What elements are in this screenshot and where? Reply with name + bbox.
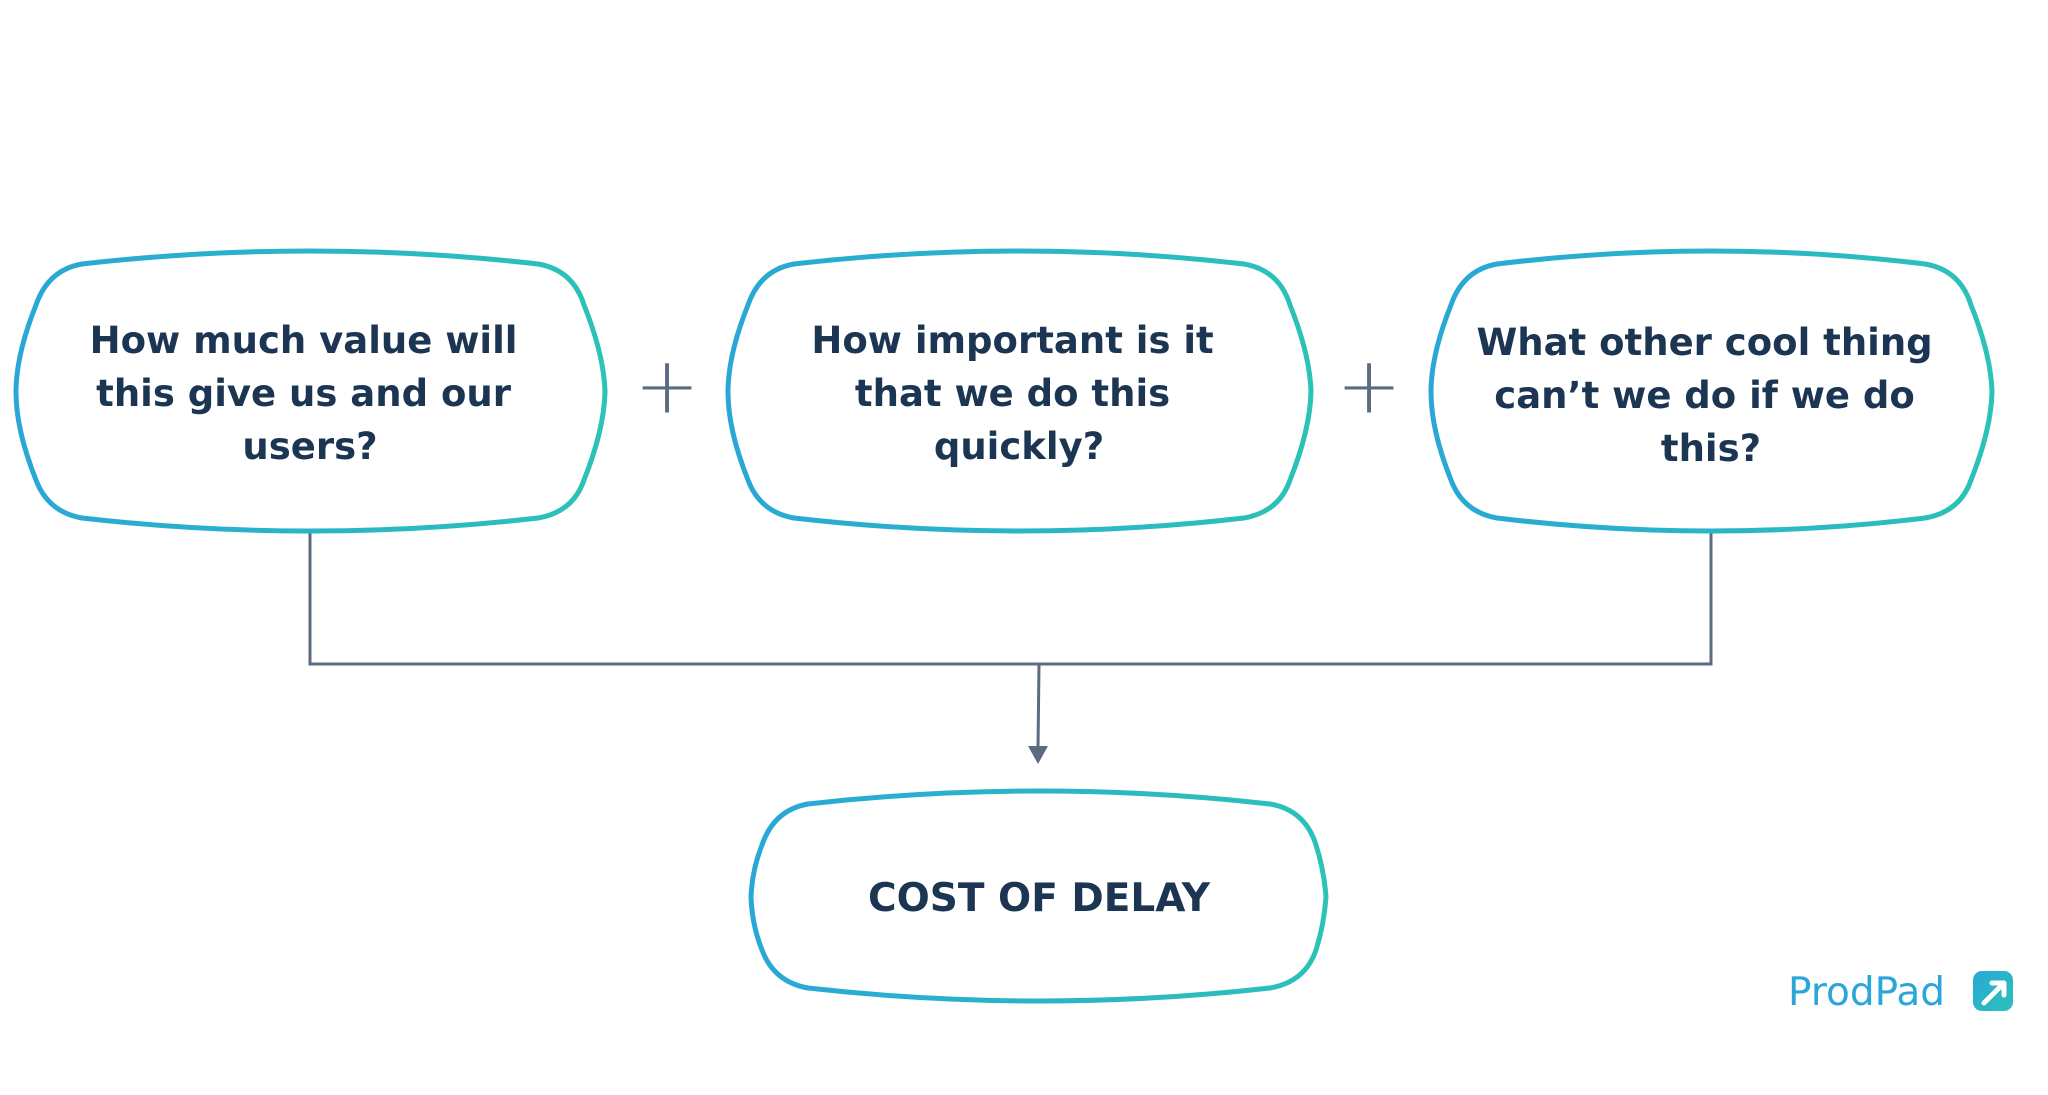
- plus-operator: +: [634, 342, 699, 432]
- svg-text:What other cool thing ca: What other cool thing can’t we do if we …: [1476, 321, 1945, 470]
- svg-text:How much value will this: How much value will this give us and our…: [90, 319, 531, 468]
- connectors: [308, 530, 1713, 749]
- box-line: this give us and our: [96, 372, 512, 415]
- box-line: How important is it: [811, 319, 1213, 362]
- box-line: quickly?: [934, 425, 1104, 468]
- question-box-value: How much value will this give us and our…: [13, 248, 608, 534]
- question-box-opportunity: What other cool thing can’t we do if we …: [1428, 248, 1995, 534]
- box-line: How much value will: [90, 319, 518, 362]
- connector-from-cool-thing-box: [1040, 530, 1713, 666]
- box-line: users?: [242, 425, 377, 468]
- result-box-cost-of-delay: COST OF DELAY: [748, 788, 1329, 1004]
- svg-text:How important is it that: How important is it that we do this quic…: [811, 319, 1226, 468]
- logo-text: ProdPad: [1788, 970, 1945, 1015]
- logo-mark-icon: [1973, 971, 2013, 1011]
- box-outline: [1428, 248, 1995, 534]
- arrow-head-icon: [1028, 746, 1048, 764]
- box-outline: [13, 248, 608, 534]
- box-outline: [748, 788, 1329, 1004]
- box-line: this?: [1661, 427, 1761, 470]
- connector-from-value-box: [308, 530, 1040, 666]
- result-label: COST OF DELAY: [868, 876, 1211, 921]
- plus-operator: +: [1336, 342, 1401, 432]
- prodpad-logo: ProdPad: [1788, 970, 2013, 1015]
- box-line: can’t we do if we do: [1494, 374, 1915, 417]
- box-outline: [725, 248, 1314, 534]
- box-line: that we do this: [855, 372, 1170, 415]
- connector-to-result: [1036, 663, 1041, 749]
- box-line: What other cool thing: [1476, 321, 1932, 364]
- question-box-urgency: How important is it that we do this quic…: [725, 248, 1314, 534]
